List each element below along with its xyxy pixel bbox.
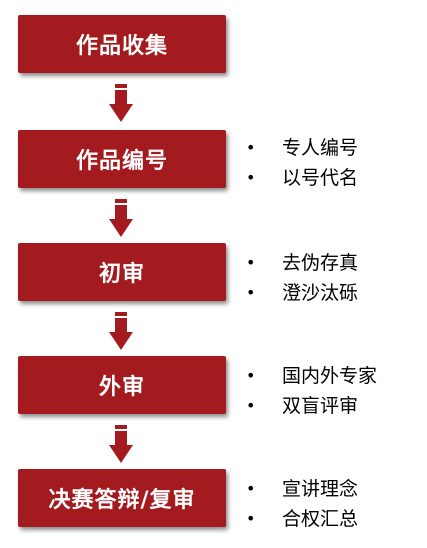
step-box-work-collection: 作品收集 xyxy=(18,15,226,73)
step-notes-numbering: •专人编号 •以号代名 xyxy=(246,133,421,193)
step-notes-external-review: •国内外专家 •双盲评审 xyxy=(246,361,421,421)
step-label: 作品收集 xyxy=(75,34,168,59)
list-item: •去伪存真 xyxy=(246,252,359,274)
step-label: 决赛答辩/复审 xyxy=(48,488,196,513)
step-box-external-review: 外审 xyxy=(18,356,226,414)
down-arrow-icon xyxy=(109,425,133,463)
step-label: 作品编号 xyxy=(75,149,168,174)
step-label: 外审 xyxy=(98,375,145,400)
down-arrow-icon xyxy=(109,312,133,350)
list-item: •双盲评审 xyxy=(246,395,359,417)
down-arrow-icon xyxy=(109,199,133,237)
down-arrow-icon xyxy=(109,84,133,122)
list-item: •以号代名 xyxy=(246,167,359,189)
list-item: •专人编号 xyxy=(246,137,359,159)
step-notes-final-defense: •宣讲理念 •合权汇总 xyxy=(246,474,421,534)
list-item: •国内外专家 xyxy=(246,365,378,387)
step-label: 初审 xyxy=(98,262,145,287)
step-box-work-numbering: 作品编号 xyxy=(18,130,226,188)
list-item: •澄沙汰砾 xyxy=(246,282,359,304)
step-box-final-defense: 决赛答辩/复审 xyxy=(18,469,226,527)
list-item: •合权汇总 xyxy=(246,508,359,530)
step-box-initial-review: 初审 xyxy=(18,243,226,301)
list-item: •宣讲理念 xyxy=(246,478,359,500)
step-notes-initial-review: •去伪存真 •澄沙汰砾 xyxy=(246,248,421,308)
